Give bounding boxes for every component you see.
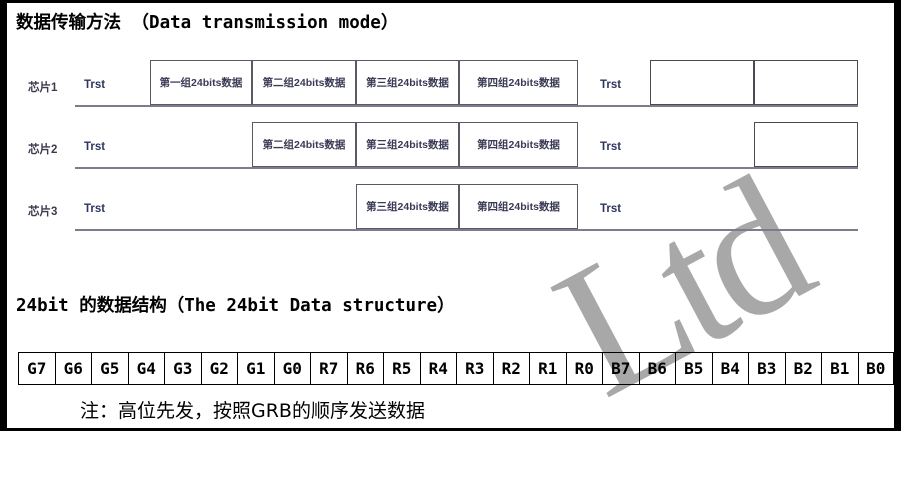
bit-cell: G4	[127, 352, 164, 385]
bit-cell: G1	[237, 352, 274, 385]
signal-baseline	[75, 229, 858, 231]
bit-cell: R2	[492, 352, 529, 385]
trst-start-label: Trst	[84, 79, 106, 91]
bit-cell: B1	[821, 352, 858, 385]
structure-section-title: 24bit 的数据结构（The 24bit Data structure）	[16, 296, 455, 316]
bit-cell: B5	[675, 352, 712, 385]
trst-end-label: Trst	[600, 141, 622, 153]
bit-cell: R1	[529, 352, 566, 385]
data-packet-box: 第三组24bits数据	[356, 122, 459, 167]
bit-cell: R7	[310, 352, 347, 385]
chip-label: 芯片3	[28, 206, 58, 218]
bit-cell: B2	[784, 352, 821, 385]
bit-cell: G0	[273, 352, 310, 385]
data-packet-box: 第四组24bits数据	[459, 60, 578, 105]
bit-cell: R6	[346, 352, 383, 385]
bit-cell: R5	[383, 352, 420, 385]
empty-packet-box	[650, 60, 754, 105]
data-packet-box: 第四组24bits数据	[459, 122, 578, 167]
bit-cell: B4	[711, 352, 748, 385]
trst-end-label: Trst	[600, 79, 622, 91]
empty-packet-box	[754, 60, 858, 105]
chip-label: 芯片1	[28, 82, 58, 94]
bit-cell: B0	[857, 352, 894, 385]
bit-cell: R0	[565, 352, 602, 385]
timing-row: 芯片2 Trst Trst 第二组24bits数据第三组24bits数据第四组24bi…	[0, 114, 901, 176]
bit-cell: G2	[200, 352, 237, 385]
signal-baseline	[75, 105, 858, 107]
data-packet-box: 第四组24bits数据	[459, 184, 578, 229]
data-packet-box: 第三组24bits数据	[356, 60, 459, 105]
footnote-text: 注：高位先发，按照GRB的顺序发送数据	[80, 400, 425, 422]
data-packet-box: 第一组24bits数据	[150, 60, 252, 105]
chip-label: 芯片2	[28, 144, 58, 156]
trst-start-label: Trst	[84, 203, 106, 215]
trst-end-label: Trst	[600, 203, 622, 215]
signal-baseline	[75, 167, 858, 169]
bit-cell: B3	[748, 352, 785, 385]
timing-row: 芯片1 Trst Trst 第一组24bits数据第二组24bits数据第三组24bi…	[0, 52, 901, 114]
bit-cell: R3	[456, 352, 493, 385]
data-packet-box: 第二组24bits数据	[252, 122, 356, 167]
empty-packet-box	[754, 122, 858, 167]
frame-top-rule	[0, 0, 901, 3]
transmission-section-title: 数据传输方法 （Data transmission mode）	[16, 13, 399, 33]
bit-cell: G5	[91, 352, 128, 385]
timing-row: 芯片3 Trst Trst 第三组24bits数据第四组24bits数据	[0, 176, 901, 238]
trst-start-label: Trst	[84, 141, 106, 153]
data-packet-box: 第三组24bits数据	[356, 184, 459, 229]
bit-cell: B7	[602, 352, 639, 385]
bit-cell: G6	[54, 352, 91, 385]
bit-cell: G3	[164, 352, 201, 385]
bit-cell: R4	[419, 352, 456, 385]
bit-cell: B6	[638, 352, 675, 385]
data-packet-box: 第二组24bits数据	[252, 60, 356, 105]
bit-cell: G7	[18, 352, 55, 385]
